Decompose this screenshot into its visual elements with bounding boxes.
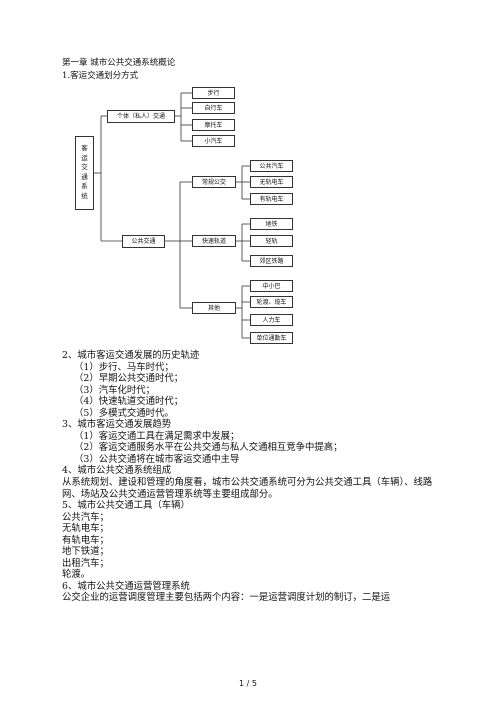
node-other: 其他 xyxy=(192,302,236,314)
paragraph-composition: 从系统规划、建设和管理的角度看，城市公共交通系统可分为公共交通工具（车辆）、线路… xyxy=(62,477,433,500)
node-bus: 公共汽车 xyxy=(250,160,293,172)
node-suburban-rail: 郊区铁路 xyxy=(250,255,293,267)
node-conventional-bus: 常规公交 xyxy=(192,176,236,188)
list-item: 有轨电车； xyxy=(62,534,109,546)
node-ferry-cable: 轮渡、缆车 xyxy=(250,296,293,308)
node-trolleybus: 无轨电车 xyxy=(250,176,293,188)
page-number: 1 / 5 xyxy=(239,679,257,688)
list-item: 公共汽车； xyxy=(62,511,109,523)
node-tram: 有轨电车 xyxy=(250,193,293,205)
root-node: 客 运 交 通 系 统 xyxy=(75,136,94,210)
list-item: （3）公共交通将在城市客运交通中主导 xyxy=(74,453,240,465)
heading-composition: 4、城市公共交通系统组成 xyxy=(62,465,172,477)
node-walking: 步行 xyxy=(192,87,235,99)
node-subway: 地铁 xyxy=(250,218,293,230)
node-light-rail: 轻轨 xyxy=(250,235,293,247)
diagram-connectors xyxy=(94,92,250,339)
list-item: （1）步行、马车时代； xyxy=(74,361,174,373)
root-char: 交 xyxy=(81,163,88,171)
node-rickshaw: 人力车 xyxy=(250,314,293,326)
chapter-title: 第一章 城市公共交通系统概论 xyxy=(62,58,176,68)
node-rapid-rail: 快速轨道 xyxy=(192,235,236,247)
heading-operations: 6、城市公共交通运营管理系统 xyxy=(62,580,190,592)
heading-vehicles: 5、城市公共交通工具（车辆） xyxy=(62,500,190,512)
list-item: （3）汽车化时代； xyxy=(74,384,155,396)
list-item: 轮渡。 xyxy=(62,569,91,581)
list-item: （2）客运交通服务水平在公共交通与私人交通相互竞争中提高； xyxy=(74,442,343,454)
root-char: 通 xyxy=(81,172,88,181)
list-item: （4）快速轨道交通时代； xyxy=(74,396,184,408)
node-bicycle: 自行车 xyxy=(192,102,235,114)
node-minibus: 中小巴 xyxy=(250,280,293,292)
list-item: 出租汽车； xyxy=(62,557,109,569)
node-motorcycle: 摩托车 xyxy=(192,119,235,131)
list-item: （1）客运交通工具在满足需求中发展； xyxy=(74,430,240,442)
node-car: 小汽车 xyxy=(192,135,235,147)
list-item: 无轨电车； xyxy=(62,523,109,535)
heading-trends: 3、城市客运交通发展趋势 xyxy=(62,419,172,431)
list-item: 地下铁道； xyxy=(62,546,109,558)
list-item: （5）多模式交通时代。 xyxy=(74,407,174,419)
list-item: （2）早期公共交通时代； xyxy=(74,373,184,385)
node-public-transport: 公共交通 xyxy=(122,235,165,248)
section-title: 1.客运交通划分方式 xyxy=(62,71,139,81)
node-individual-transport: 个体（私人）交通 xyxy=(107,110,175,123)
paragraph-operations: 公交企业的运营调度管理主要包括两个内容：一是运营调度计划的制订，二是运 xyxy=(62,592,391,604)
heading-history: 2、城市客运交通发展的历史轨迹 xyxy=(62,350,200,361)
root-char: 系 xyxy=(81,182,88,190)
root-char: 运 xyxy=(81,153,88,162)
root-char: 统 xyxy=(81,191,88,200)
root-char: 客 xyxy=(81,144,88,152)
body-text: 2、城市客运交通发展的历史轨迹 （1）步行、马车时代； （2）早期公共交通时代；… xyxy=(62,350,450,604)
node-commuter-shuttle: 单位通勤车 xyxy=(250,332,293,344)
